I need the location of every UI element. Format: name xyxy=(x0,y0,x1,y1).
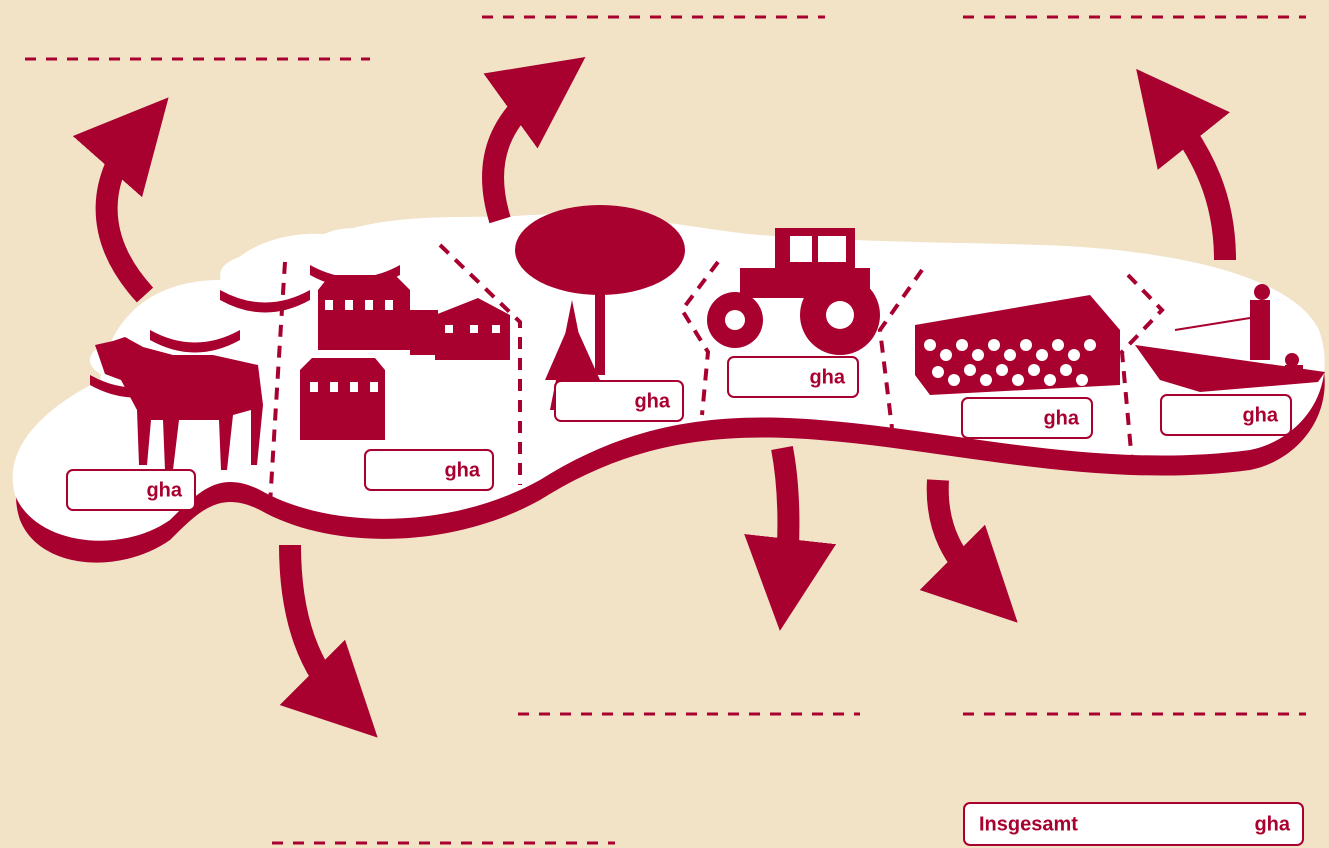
agriculture-gha-value[interactable] xyxy=(739,364,797,390)
flow-arrows xyxy=(72,56,1236,738)
buildings-gha-field[interactable]: gha xyxy=(364,449,494,491)
cow-icon xyxy=(95,337,263,470)
arrow-buildings-up xyxy=(482,56,586,224)
agriculture-gha-field[interactable]: gha xyxy=(727,356,859,398)
fishing-gha-field[interactable]: gha xyxy=(1160,394,1292,436)
logs-icon xyxy=(915,295,1120,395)
timber-gha-value[interactable] xyxy=(973,405,1031,431)
tractor-icon xyxy=(707,228,880,355)
section-dividers xyxy=(268,243,1165,506)
arrow-agriculture-down xyxy=(744,445,837,631)
arrow-cow-up xyxy=(72,97,169,303)
gha-unit-label: gha xyxy=(444,459,480,482)
timber-gha-field[interactable]: gha xyxy=(961,397,1093,439)
cow-gha-value[interactable] xyxy=(78,477,134,503)
forest-gha-field[interactable]: gha xyxy=(554,380,684,422)
gha-unit-label: gha xyxy=(1043,407,1079,430)
gha-unit-label: gha xyxy=(1254,813,1290,836)
forest-gha-value[interactable] xyxy=(566,388,622,414)
answer-lines xyxy=(25,15,1306,845)
cow-gha-field[interactable]: gha xyxy=(66,469,196,511)
gha-unit-label: gha xyxy=(809,366,845,389)
gha-unit-label: gha xyxy=(146,479,182,502)
buildings-gha-value[interactable] xyxy=(376,457,432,483)
gha-unit-label: gha xyxy=(634,390,670,413)
fisherman-boat-icon xyxy=(1135,284,1325,392)
arrow-fishing-up xyxy=(1136,68,1236,261)
arrow-cow-down xyxy=(279,544,378,738)
total-label: Insgesamt xyxy=(979,813,1078,836)
total-gha-field[interactable]: Insgesamt gha xyxy=(963,802,1304,846)
gha-unit-label: gha xyxy=(1242,404,1278,427)
arrow-timber-down xyxy=(919,479,1018,623)
fishing-gha-value[interactable] xyxy=(1172,402,1230,428)
houses-icon xyxy=(300,275,510,440)
